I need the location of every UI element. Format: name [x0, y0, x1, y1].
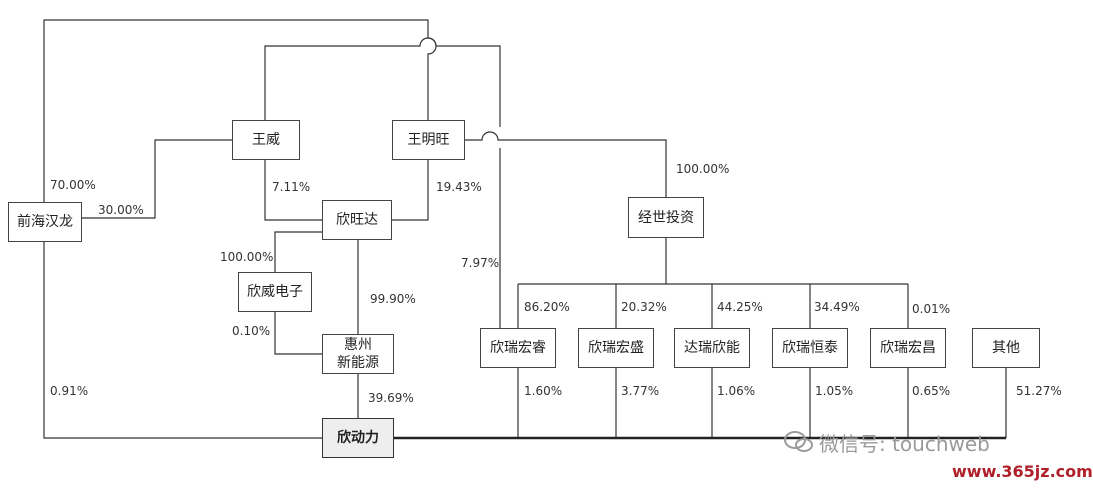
line-qianhai-to-xindongli	[43, 242, 322, 439]
node-huizhou: 惠州 新能源	[322, 334, 394, 374]
node-daruixinneng: 达瑞欣能	[674, 328, 750, 368]
pct-wangmingwang-to-hongrui: 7.97%	[461, 256, 500, 270]
node-wangwei: 王威	[232, 120, 300, 160]
node-xinruihongsheng: 欣瑞宏盛	[578, 328, 654, 368]
pct-wangmingwang-to-jingshi: 100.00%	[676, 162, 730, 176]
wechat-icon	[784, 431, 813, 452]
pct-jingshi-to-hengtai: 34.49%	[814, 300, 860, 314]
line-wmw-to-xinwangda	[392, 160, 429, 221]
node-xinruihongrui: 欣瑞宏睿	[480, 328, 556, 368]
node-xinwangda: 欣旺达	[322, 200, 392, 240]
pct-wangwei-to-xinwangda: 7.11%	[272, 180, 311, 194]
pct-hongchang-to-xindongli: 0.65%	[912, 384, 951, 398]
pct-jingshi-to-hongrui: 86.20%	[524, 300, 570, 314]
site-watermark: www.365jz.com	[952, 462, 1093, 481]
pct-jingshi-to-darui: 44.25%	[717, 300, 763, 314]
node-xinweidianzi: 欣威电子	[238, 272, 312, 312]
pct-hongsheng-to-xindongli: 3.77%	[621, 384, 660, 398]
pct-xinwangda-to-xinwei: 100.00%	[220, 250, 274, 264]
pct-qianhai-to-xindongli: 0.91%	[50, 384, 89, 398]
pct-wangmingwang-to-xinwangda: 19.43%	[436, 180, 482, 194]
pct-qianhai-top: 70.00%	[50, 178, 96, 192]
line-xinwei-to-huizhou	[274, 312, 322, 355]
line-wmw-right	[465, 131, 667, 197]
pct-hongrui-to-xindongli: 1.60%	[524, 384, 563, 398]
pct-jingshi-to-hongchang: 0.01%	[912, 302, 951, 316]
pct-hengtai-to-xindongli: 1.05%	[815, 384, 854, 398]
pct-huizhou-to-xindongli: 39.69%	[368, 391, 414, 405]
line-ww-wmw-bridge	[264, 37, 501, 127]
pct-jingshi-to-hongsheng: 20.32%	[621, 300, 667, 314]
node-wangmingwang: 王明旺	[392, 120, 465, 160]
pct-xinwei-to-huizhou: 0.10%	[232, 324, 271, 338]
pct-darui-to-xindongli: 1.06%	[717, 384, 756, 398]
node-xinruihongchang: 欣瑞宏昌	[870, 328, 946, 368]
line-ww-to-qianhai	[82, 139, 232, 219]
line-xinwangda-to-xinwei	[274, 231, 322, 272]
node-xindongli: 欣动力	[322, 418, 394, 458]
line-ww-to-xinwangda	[264, 160, 322, 221]
pct-wangwei-to-qianhai: 30.00%	[98, 203, 144, 217]
node-jingshi: 经世投资	[628, 197, 704, 238]
wechat-watermark: 微信号: touchweb	[819, 432, 990, 456]
node-qita: 其他	[972, 328, 1040, 368]
node-qianhai: 前海汉龙	[8, 202, 82, 242]
line-wmw-to-qianhai	[43, 19, 437, 202]
node-xinruihengtai: 欣瑞恒泰	[772, 328, 848, 368]
pct-xinwangda-to-huizhou: 99.90%	[370, 292, 416, 306]
pct-qita-to-xindongli: 51.27%	[1016, 384, 1062, 398]
